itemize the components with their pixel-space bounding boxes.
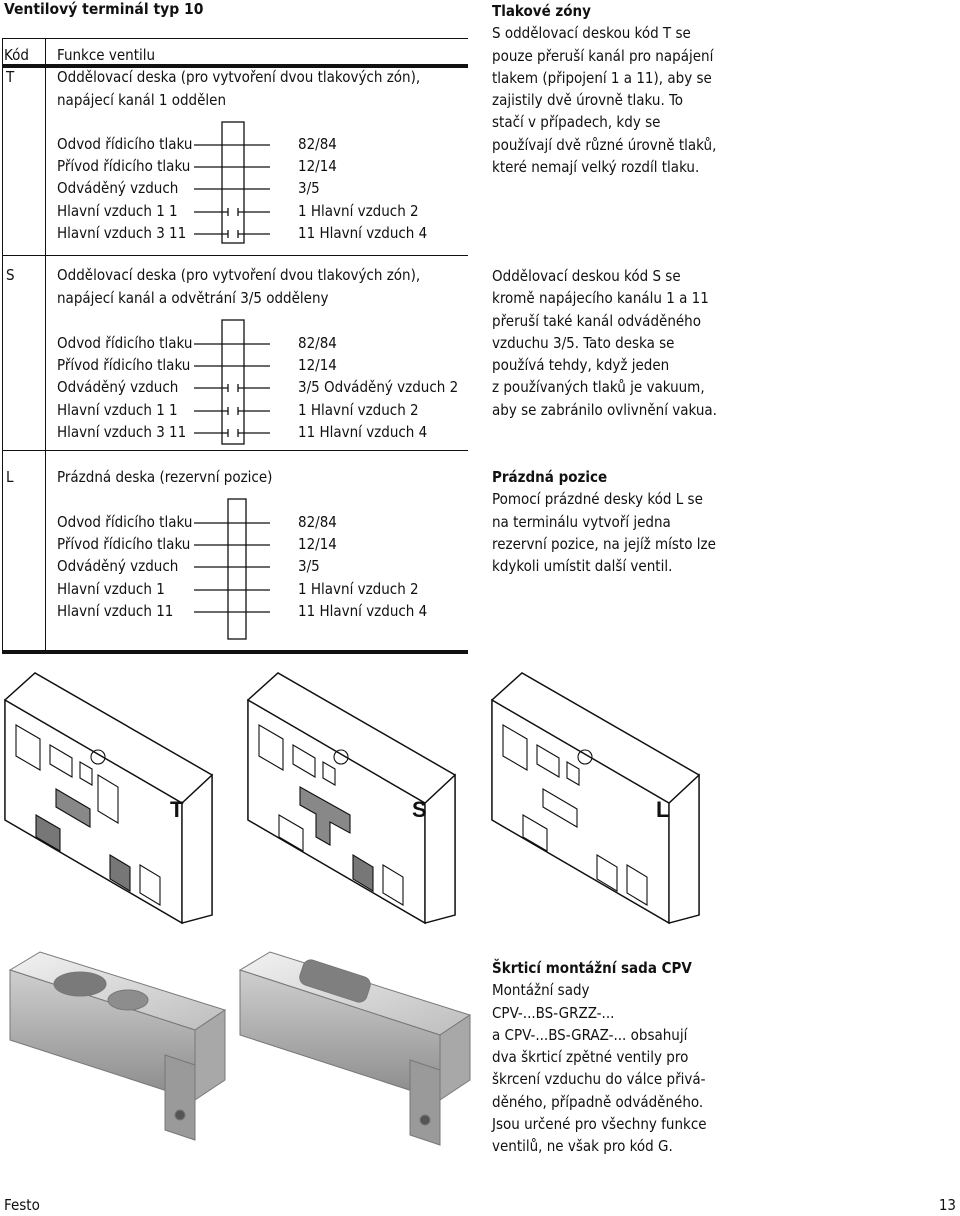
note-line: které nemají velký rozdíl tlaku. (492, 158, 700, 177)
note-line: vzduchu 3/5. Tato deska se (492, 333, 675, 352)
note-line: Pomocí prázdné desky kód L se (492, 490, 703, 509)
row-desc-t-line2: napájecí kanál 1 oddělen (57, 91, 227, 109)
port-left-t-3: Odváděný vzduch (57, 179, 179, 197)
note-line: dva škrticí zpětné ventily pro (492, 1048, 689, 1067)
plate-drawings: T S (3, 672, 701, 925)
row-desc-t-line1: Oddělovací deska (pro vytvoření dvou tla… (57, 68, 421, 86)
port-right-s-1: 82/84 (298, 334, 337, 352)
port-right-s-4: 1 Hlavní vzduch 2 (298, 401, 419, 419)
note-line: tlakem (připojení 1 a 11), aby se (492, 68, 712, 87)
page-number: 13 (938, 1196, 956, 1214)
port-right-t-2: 12/14 (298, 157, 337, 175)
port-right-t-3: 3/5 (298, 179, 320, 197)
port-left-t-2: Přívod řídicího tlaku (57, 157, 191, 175)
note-plate-s: Oddělovací deskou kód S se kromě napájec… (492, 265, 942, 421)
row-desc-s-line1: Oddělovací deska (pro vytvoření dvou tla… (57, 266, 421, 284)
port-right-t-1: 82/84 (298, 135, 337, 153)
port-left-s-5: Hlavní vzduch 3 11 (57, 423, 187, 441)
note-line: kromě napájecího kanálu 1 a 11 (492, 289, 709, 308)
note-line: CPV-...BS-GRZZ-... (492, 1003, 615, 1022)
table-left-rule (2, 38, 3, 652)
note-line: kdykoli umístit další ventil. (492, 557, 673, 576)
port-right-t-4: 1 Hlavní vzduch 2 (298, 202, 419, 220)
note-heading: Prázdná pozice (492, 468, 608, 486)
throttle-kit-photo-1 (8, 951, 227, 1141)
col-header-function: Funkce ventilu (57, 46, 156, 64)
row-code-t: T (6, 68, 15, 86)
port-right-s-3: 3/5 Odváděný vzduch 2 (298, 378, 459, 396)
note-line: děného, případně odváděného. (492, 1092, 704, 1111)
port-left-s-3: Odváděný vzduch (57, 378, 179, 396)
port-right-s-5: 11 Hlavní vzduch 4 (298, 423, 428, 441)
note-line: škrcení vzduchu do válce přivá- (492, 1070, 706, 1089)
note-line: stačí v případech, kdy se (492, 113, 661, 132)
port-right-s-2: 12/14 (298, 356, 337, 374)
footer-publisher: Festo (4, 1196, 40, 1214)
port-right-l-5: 11 Hlavní vzduch 4 (298, 602, 428, 620)
throttle-kit-photo-2 (238, 951, 472, 1146)
note-line: aby se zabránilo ovlivnění vakua. (492, 400, 717, 419)
row-divider-2 (2, 450, 468, 451)
note-throttle-kit: Škrticí montážní sada CPV Montážní sady … (492, 957, 942, 1158)
plate-label-l: L (656, 797, 669, 822)
col-header-code: Kód (4, 46, 29, 64)
note-line: pouze přeruší kanál pro napájení (492, 46, 714, 65)
note-line: používají dvě různé úrovně tlaků, (492, 135, 717, 154)
note-line: používá tehdy, když jeden (492, 356, 670, 375)
port-left-t-4: Hlavní vzduch 1 1 (57, 202, 178, 220)
note-heading: Škrticí montážní sada CPV (492, 959, 692, 977)
note-line: z používaných tlaků je vakuum, (492, 378, 705, 397)
port-left-l-2: Přívod řídicího tlaku (57, 535, 191, 553)
note-line: Oddělovací deskou kód S se (492, 267, 681, 285)
plate-schematics (194, 121, 270, 640)
table-top-rule (2, 38, 468, 39)
port-left-l-4: Hlavní vzduch 1 (57, 580, 165, 598)
note-heading: Tlakové zóny (492, 2, 591, 20)
plate-t-drawing (3, 672, 214, 925)
throttle-kit-photos (8, 951, 472, 1146)
note-line: S oddělovací deskou kód T se (492, 24, 691, 43)
note-line: zajistily dvě úrovně tlaku. To (492, 91, 683, 110)
port-right-t-5: 11 Hlavní vzduch 4 (298, 224, 428, 242)
note-empty-position: Prázdná pozice Pomocí prázdné desky kód … (492, 466, 942, 577)
plate-t-schematic (221, 121, 245, 244)
plate-s-schematic (221, 319, 245, 445)
port-right-l-4: 1 Hlavní vzduch 2 (298, 580, 419, 598)
port-left-l-5: Hlavní vzduch 11 (57, 602, 174, 620)
note-line: na terminálu vytvoří jedna (492, 512, 671, 531)
plate-label-s: S (412, 797, 427, 822)
plate-l-drawing (490, 672, 701, 925)
note-line: Montážní sady (492, 981, 590, 1000)
port-left-s-2: Přívod řídicího tlaku (57, 356, 191, 374)
port-left-s-4: Hlavní vzduch 1 1 (57, 401, 178, 419)
port-left-l-3: Odváděný vzduch (57, 557, 179, 575)
port-left-t-5: Hlavní vzduch 3 11 (57, 224, 187, 242)
port-left-l-1: Odvod řídicího tlaku (57, 513, 193, 531)
port-right-l-3: 3/5 (298, 557, 320, 575)
plate-l-schematic (227, 498, 247, 640)
port-left-s-1: Odvod řídicího tlaku (57, 334, 193, 352)
row-code-l: L (6, 468, 14, 486)
note-pressure-zones: Tlakové zóny S oddělovací deskou kód T s… (492, 0, 942, 178)
row-desc-l-line1: Prázdná deska (rezervní pozice) (57, 468, 273, 486)
header-bottom-rule (2, 64, 468, 68)
plate-s-drawing (246, 672, 457, 925)
plate-label-t: T (170, 797, 184, 822)
code-column-rule (45, 38, 46, 652)
note-line: rezervní pozice, na jejíž místo lze (492, 534, 716, 553)
page-title: Ventilový terminál typ 10 (4, 0, 204, 18)
port-right-l-2: 12/14 (298, 535, 337, 553)
table-bottom-rule (2, 650, 468, 654)
port-left-t-1: Odvod řídicího tlaku (57, 135, 193, 153)
row-divider-1 (2, 255, 468, 256)
row-desc-s-line2: napájecí kanál a odvětrání 3/5 odděleny (57, 289, 329, 307)
row-code-s: S (6, 266, 15, 284)
note-line: ventilů, ne však pro kód G. (492, 1137, 673, 1156)
note-line: přeruší také kanál odváděného (492, 311, 701, 330)
note-line: a CPV-...BS-GRAZ-... obsahují (492, 1025, 688, 1044)
port-right-l-1: 82/84 (298, 513, 337, 531)
note-line: Jsou určené pro všechny funkce (492, 1115, 707, 1134)
